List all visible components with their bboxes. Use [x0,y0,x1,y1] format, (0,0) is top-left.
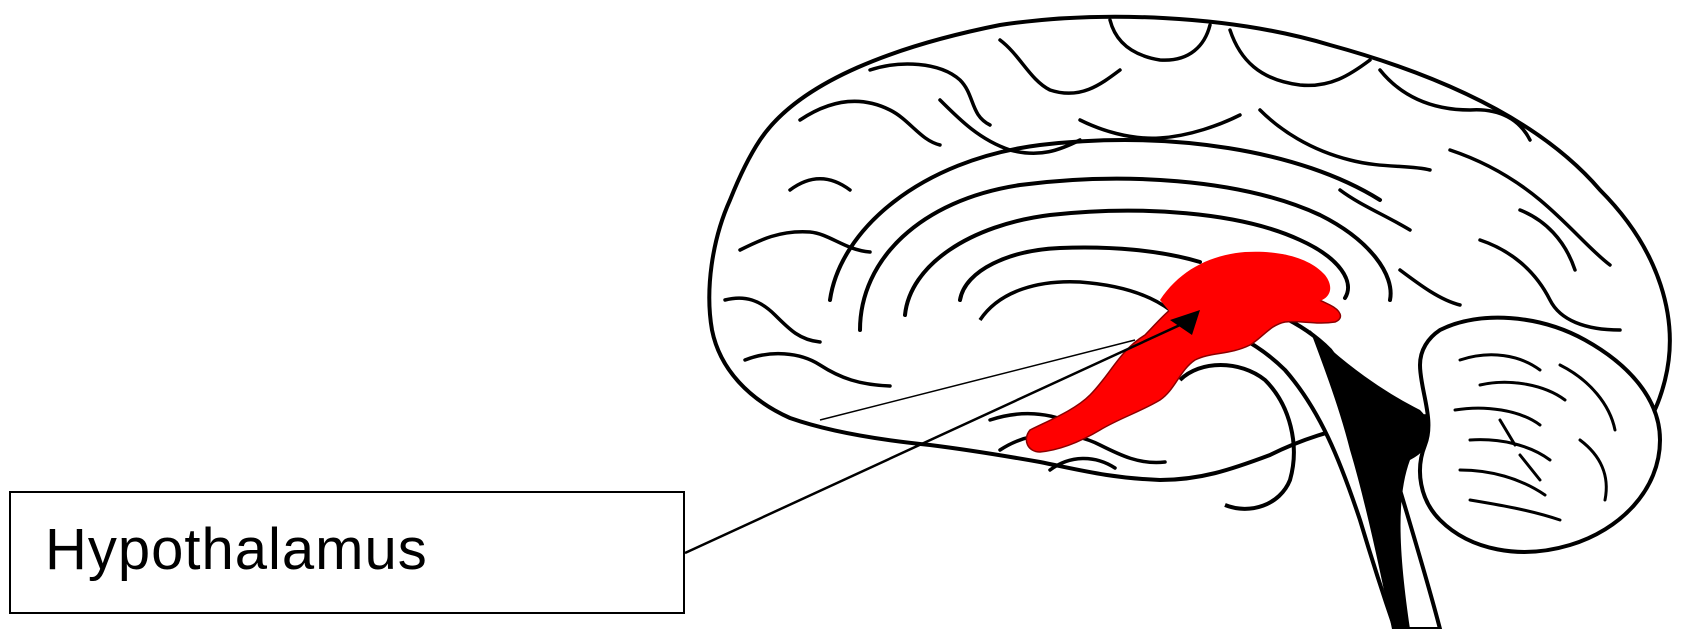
label-box: Hypothalamus [9,491,685,614]
hypothalamus-label: Hypothalamus [45,515,428,585]
